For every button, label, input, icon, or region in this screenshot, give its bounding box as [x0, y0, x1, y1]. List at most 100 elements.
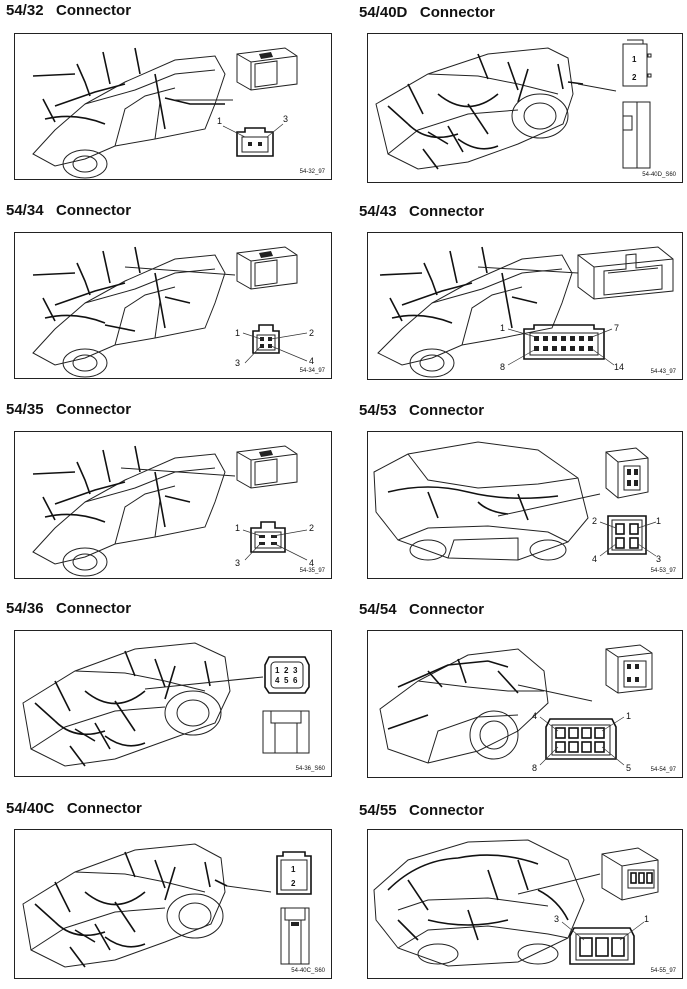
pin-label: 2 — [309, 328, 314, 338]
diagram-panel-54-55: 3 1 54-55_97 — [367, 829, 683, 979]
pin-label: 1 — [500, 323, 505, 333]
figure-code: 54-34_97 — [299, 368, 325, 374]
callout-line — [124, 266, 236, 276]
vehicle-illustration — [373, 839, 585, 967]
figure-code: 54-53_97 — [650, 568, 676, 574]
connector-face-view — [222, 123, 284, 157]
connector-face-view: 1 2 3 4 5 6 — [264, 656, 310, 694]
connector-housing-3d — [236, 445, 298, 489]
pin-label: 3 — [554, 914, 559, 924]
vehicle-illustration — [22, 642, 231, 767]
connector-face-view: 1 2 — [622, 39, 652, 87]
pin-label: 8 — [500, 362, 505, 372]
diagram-54-40D: 1 2 — [375, 39, 652, 170]
panel-title: 54/55 Connector — [359, 802, 485, 819]
panel-title: 54/32 Connector — [6, 2, 132, 19]
connector-face-view — [242, 521, 308, 561]
pin-label: 2 — [309, 523, 314, 533]
pin-label: 1 — [291, 865, 296, 874]
panel-title: 54/35 Connector — [6, 401, 132, 418]
panel-title: 54/40D Connector — [359, 4, 495, 21]
connector-side-view — [280, 907, 310, 965]
figure-code: 54-55_97 — [650, 968, 676, 974]
pin-label: 7 — [614, 323, 619, 333]
diagram-54-43: 1 7 8 14 — [377, 246, 674, 378]
pin-label: 2 — [291, 879, 296, 888]
pin-label: 1 — [626, 711, 631, 721]
callout-line — [120, 467, 236, 477]
vehicle-illustration — [32, 47, 226, 179]
figure-code: 54-32_97 — [299, 169, 325, 175]
diagram-54-53: 2 1 4 3 — [373, 441, 661, 564]
pin-label: 8 — [532, 763, 537, 773]
panel-title: 54/36 Connector — [6, 600, 132, 617]
connector-face-view — [599, 515, 657, 557]
callout-line — [577, 83, 617, 92]
diagram-panel-54-35: 1 2 3 4 54-35_97 — [14, 431, 332, 579]
pin-label: 5 — [626, 763, 631, 773]
pin-label: 3 — [656, 554, 661, 564]
connector-face-view — [242, 324, 308, 364]
vehicle-illustration — [379, 648, 549, 764]
pin-label: 4 — [592, 554, 597, 564]
callout-line — [517, 873, 601, 895]
pin-label: 6 — [293, 676, 298, 685]
panel-title: 54/43 Connector — [359, 203, 485, 220]
callout-line — [477, 266, 579, 274]
connector-housing-3d — [577, 246, 674, 300]
diagram-54-36: 1 2 3 4 5 6 — [22, 642, 310, 767]
diagram-panel-54-34: 1 2 3 4 54-34_97 — [14, 232, 332, 379]
pin-label: 4 — [275, 676, 280, 685]
callout-line — [144, 676, 264, 690]
diagram-panel-54-54: 4 1 8 5 54-54_97 — [367, 630, 683, 778]
connector-housing-3d — [236, 47, 298, 91]
diagram-54-32: 1 3 — [32, 47, 298, 179]
connector-housing-3d — [605, 644, 653, 694]
figure-code: 54-35_97 — [299, 568, 325, 574]
connector-face-view — [507, 324, 615, 366]
pin-label: 14 — [614, 362, 624, 372]
diagram-panel-54-40C: 1 2 54-40C_S60 — [14, 829, 332, 979]
vehicle-illustration — [22, 843, 228, 968]
pin-label: 2 — [284, 666, 289, 675]
diagram-panel-54-40D: 1 2 54-40D_S60 — [367, 33, 683, 183]
panel-title: 54/54 Connector — [359, 601, 485, 618]
diagram-panel-54-32: 1 3 54-32_97 — [14, 33, 332, 180]
connector-housing-3d — [236, 246, 298, 290]
pin-label: 3 — [235, 558, 240, 568]
figure-code: 54-54_97 — [650, 767, 676, 773]
pin-label: 1 — [217, 116, 222, 126]
connector-side-view — [622, 101, 651, 169]
connector-face-view — [561, 921, 645, 965]
pin-label: 1 — [275, 666, 280, 675]
pin-label: 3 — [283, 114, 288, 124]
diagram-panel-54-36: 1 2 3 4 5 6 54-36_S60 — [14, 630, 332, 777]
diagram-panel-54-53: 2 1 4 3 54-53_97 — [367, 431, 683, 579]
vehicle-illustration — [32, 246, 226, 378]
pin-label: 4 — [309, 558, 314, 568]
vehicle-illustration — [373, 441, 589, 561]
figure-code: 54-43_97 — [650, 369, 676, 375]
vehicle-illustration — [32, 445, 226, 577]
callout-line — [517, 684, 593, 702]
diagram-54-40C: 1 2 — [22, 843, 312, 968]
connector-face-view — [539, 716, 625, 766]
diagram-54-35: 1 2 3 4 — [32, 445, 314, 577]
panel-title: 54/34 Connector — [6, 202, 132, 219]
connector-housing-3d — [605, 447, 649, 499]
pin-label: 4 — [532, 711, 537, 721]
pin-label: 2 — [632, 73, 637, 82]
callout-line — [497, 493, 601, 517]
connector-side-view — [262, 710, 310, 754]
pin-label: 2 — [592, 516, 597, 526]
diagram-54-55: 3 1 — [373, 839, 659, 967]
figure-code: 54-40C_S60 — [291, 968, 325, 974]
pin-label: 1 — [632, 55, 637, 64]
diagram-54-54: 4 1 8 5 — [379, 644, 653, 773]
panel-title: 54/40C Connector — [6, 800, 142, 817]
figure-code: 54-36_S60 — [295, 766, 325, 772]
vehicle-illustration — [377, 246, 573, 378]
pin-label: 1 — [235, 328, 240, 338]
pin-label: 5 — [284, 676, 289, 685]
pin-label: 3 — [235, 358, 240, 368]
